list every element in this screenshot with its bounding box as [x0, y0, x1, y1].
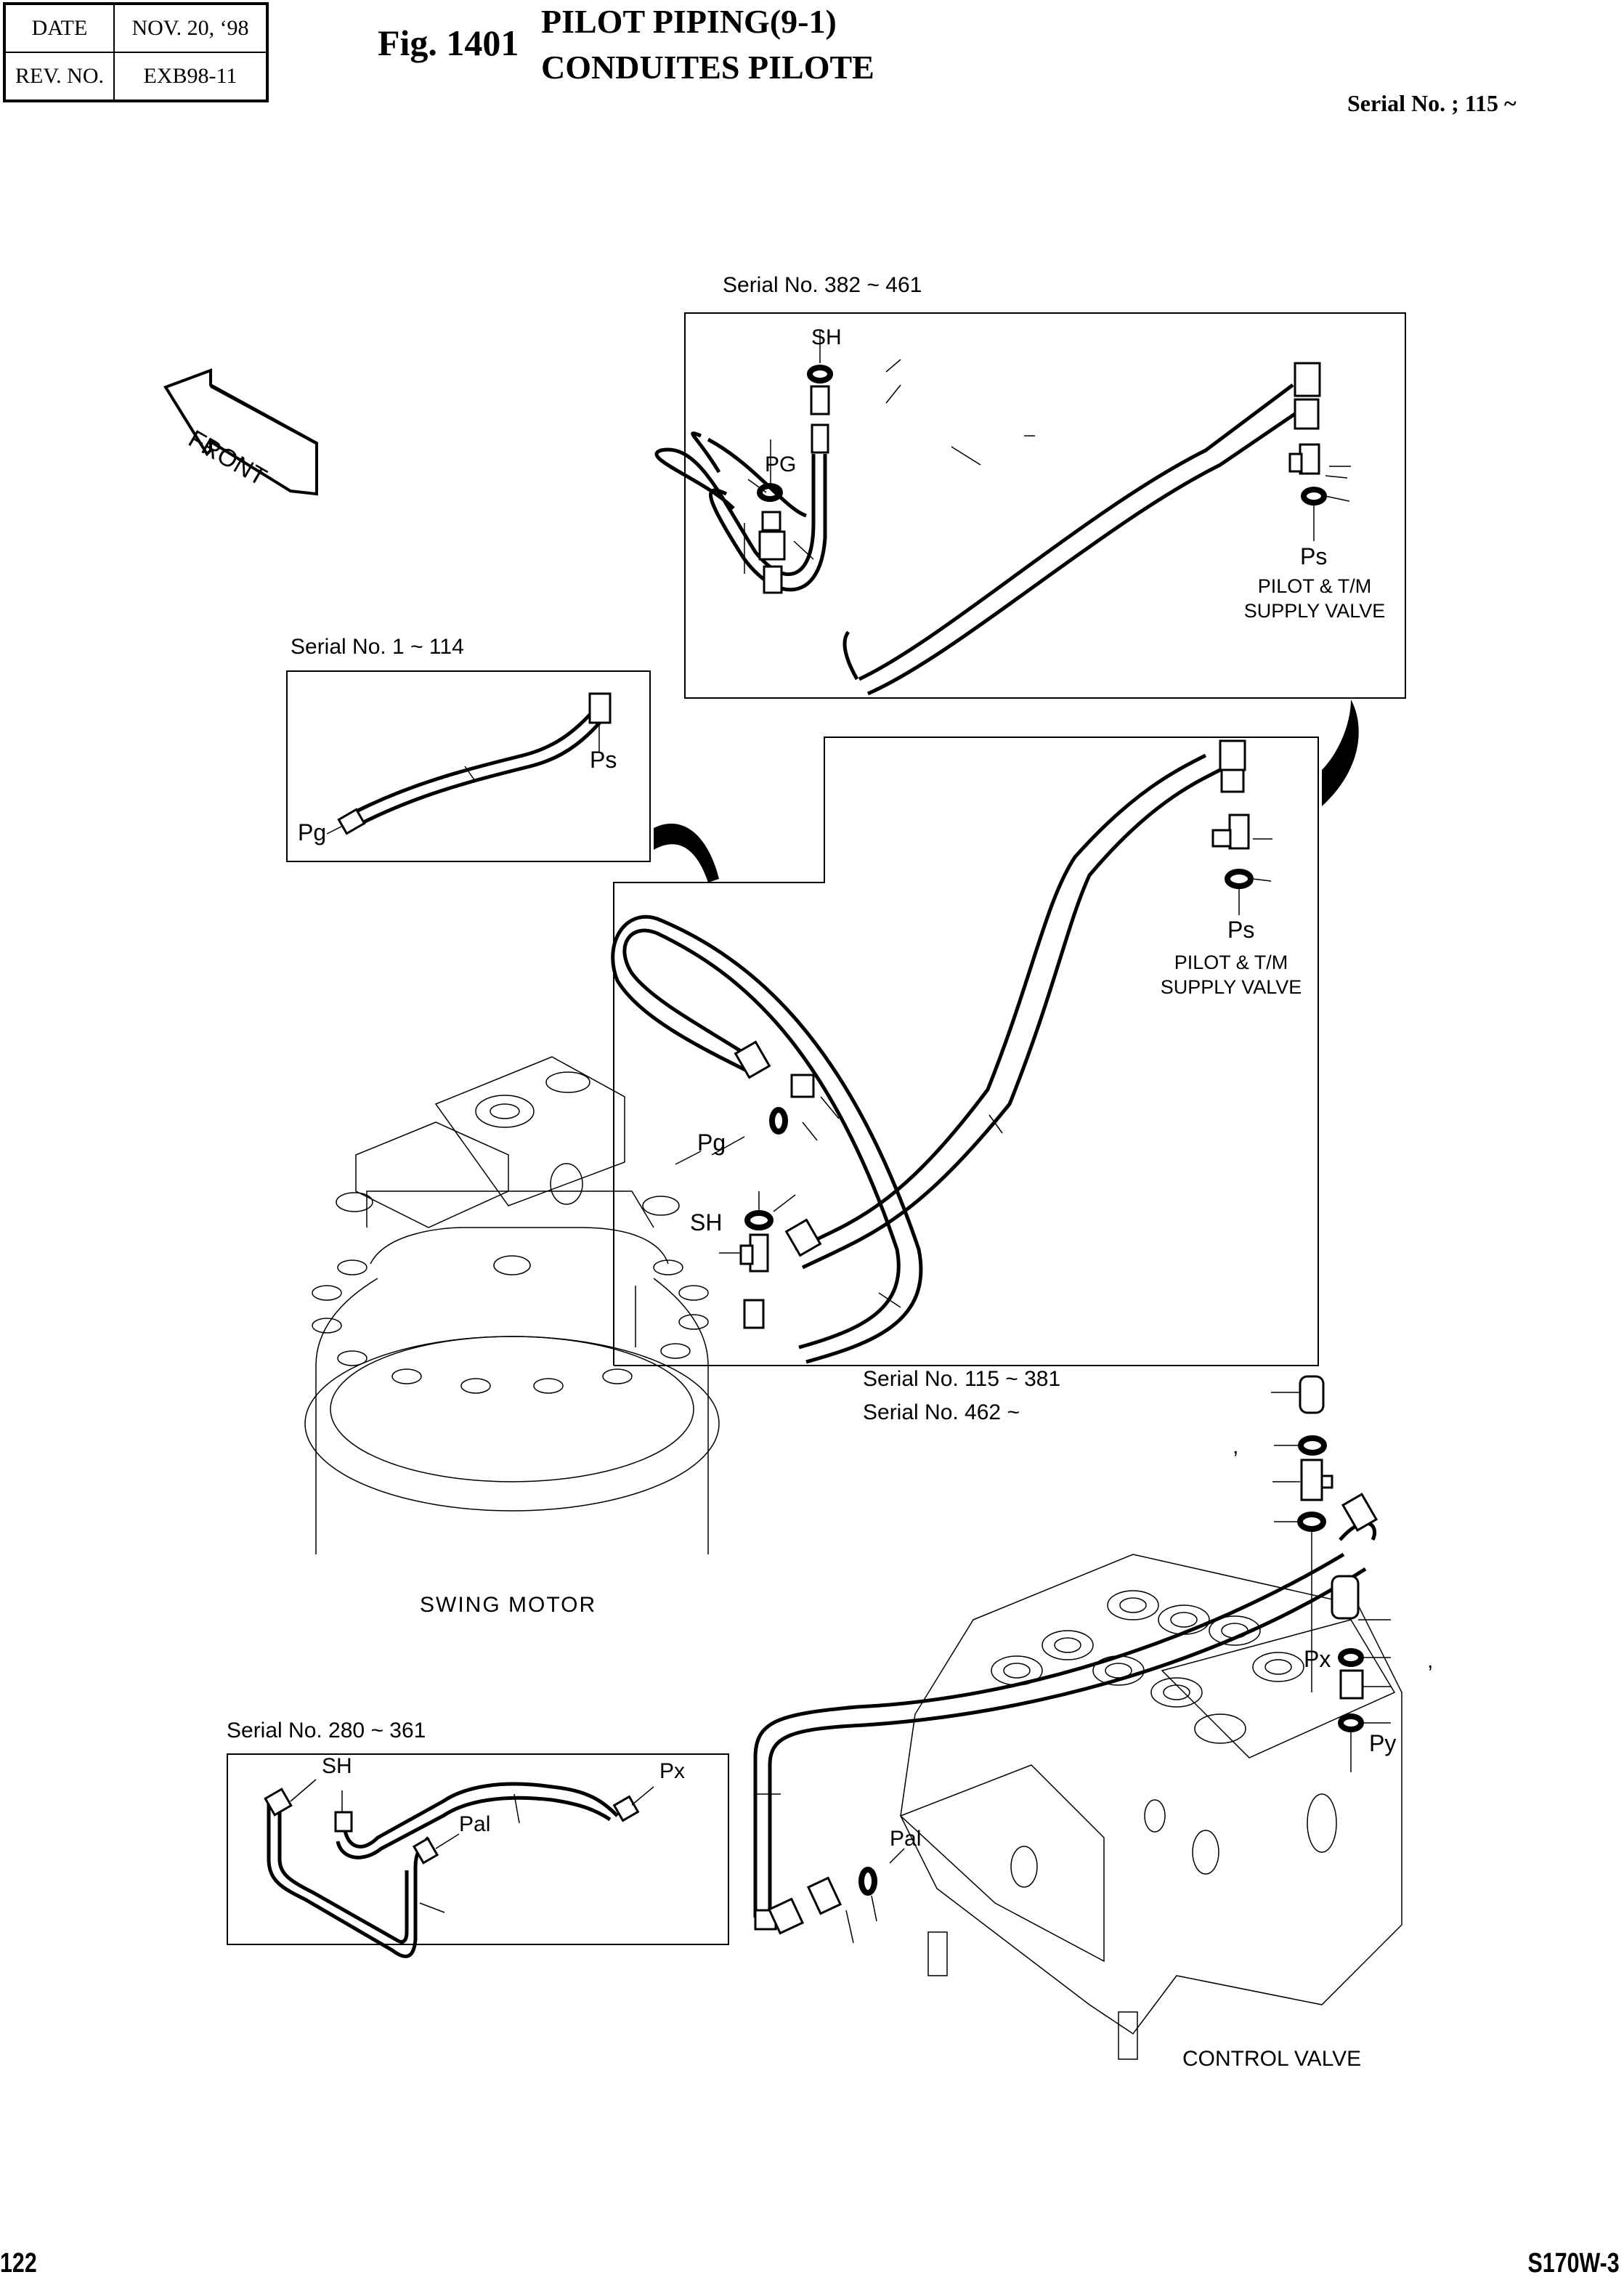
label-ps: Ps — [590, 747, 617, 773]
control-valve-label: CONTROL VALVE — [1182, 2047, 1362, 2071]
connector-arrow-left — [654, 823, 719, 883]
label-px: Px — [659, 1759, 686, 1783]
serial-note-115-381: Serial No. 115 ~ 381 — [863, 1367, 1061, 1391]
callout-1-114-drawing — [326, 692, 612, 835]
control-valve-drawing — [899, 1554, 1402, 2060]
label-sh: SH — [811, 325, 842, 349]
supply-valve-note: PILOT & T/M SUPPLY VALVE — [1148, 950, 1315, 999]
label-py: Py — [1369, 1730, 1397, 1756]
label-pal: Pal — [890, 1827, 922, 1851]
rev-value: EXB98-11 — [113, 52, 268, 102]
px-py-fittings — [1271, 1375, 1391, 1772]
mark-comma-1: , — [1233, 1435, 1239, 1459]
main-view-piping — [611, 739, 1272, 1364]
label-ps: Ps — [1227, 917, 1255, 943]
title-french: CONDUITES PILOTE — [541, 49, 874, 86]
callout-title-280-361: Serial No. 280 ~ 361 — [227, 1719, 426, 1743]
model-code: S170W-3 — [1527, 2248, 1620, 2279]
supply-valve-note: PILOT & T/M SUPPLY VALVE — [1231, 574, 1398, 623]
callout-frame-382-461 — [684, 312, 1406, 699]
callout-280-361-drawing — [264, 1779, 654, 1958]
callout-title-1-114: Serial No. 1 ~ 114 — [291, 635, 464, 659]
supply-valve-note-line2: SUPPLY VALVE — [1160, 976, 1302, 998]
date-value: NOV. 20, ‘98 — [113, 3, 268, 53]
serial-range: Serial No. ; 115 ~ — [1347, 90, 1517, 116]
serial-note-462: Serial No. 462 ~ — [863, 1400, 1020, 1424]
callout-title-382-461: Serial No. 382 ~ 461 — [723, 273, 922, 297]
rev-label: REV. NO. — [4, 52, 115, 102]
main-view-frame — [613, 737, 1319, 1366]
supply-valve-note-line1: PILOT & T/M — [1257, 575, 1372, 597]
revision-table: DATE NOV. 20, ‘98 REV. NO. EXB98-11 — [3, 2, 269, 102]
supply-valve-note-line1: PILOT & T/M — [1174, 952, 1288, 973]
control-valve-piping — [753, 1493, 1379, 1944]
connector-arrow-right — [1322, 699, 1359, 806]
supply-valve-note-line2: SUPPLY VALVE — [1243, 600, 1386, 622]
date-label: DATE — [4, 3, 115, 53]
title-english: PILOT PIPING(9-1) — [541, 3, 837, 40]
callout-frame-280-361 — [227, 1753, 729, 1945]
label-sh: SH — [322, 1754, 352, 1778]
callout-382-461-drawing — [654, 330, 1351, 696]
figure-number: Fig. 1401 — [378, 23, 519, 63]
label-pg: Pg — [697, 1129, 726, 1156]
mark-comma-2: , — [1427, 1649, 1434, 1673]
callout-frame-1-114 — [286, 670, 651, 862]
page-number: 122 — [0, 2248, 37, 2279]
label-pg: PG — [765, 453, 797, 476]
label-ps: Ps — [1300, 543, 1328, 569]
swing-motor-drawing — [304, 1056, 720, 1554]
label-px: Px — [1304, 1646, 1331, 1672]
label-pal: Pal — [459, 1812, 491, 1836]
swing-motor-label: SWING MOTOR — [420, 1593, 597, 1617]
front-arrow-icon — [163, 368, 318, 496]
label-sh: SH — [690, 1209, 723, 1236]
label-pg: Pg — [298, 819, 327, 845]
